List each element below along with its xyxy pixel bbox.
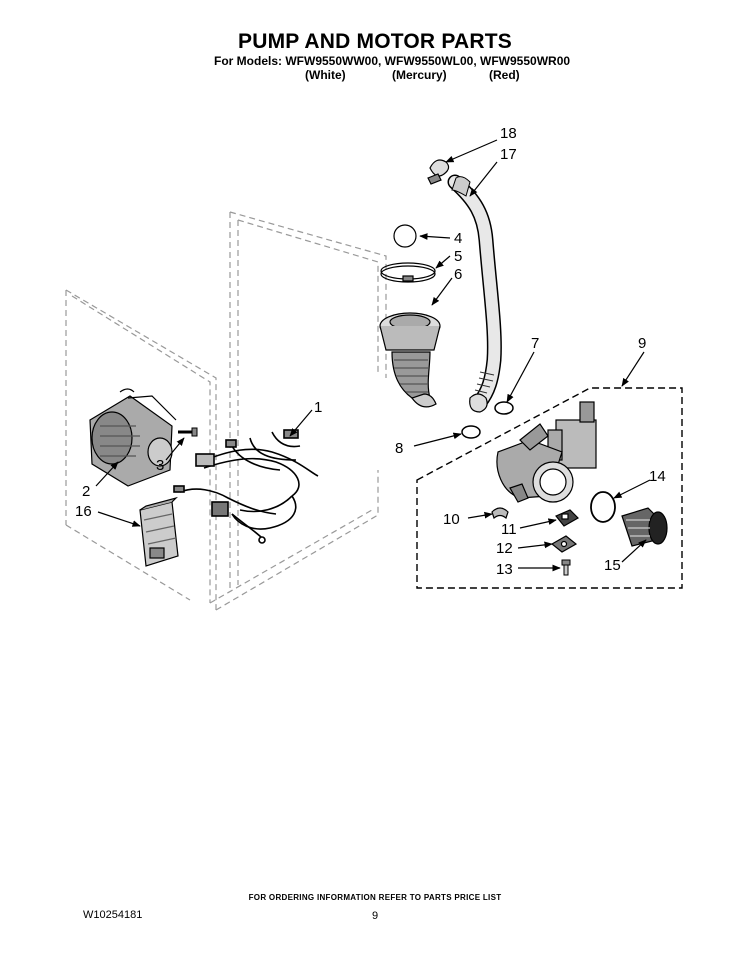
screw-13 [561, 559, 571, 576]
leader-11 [519, 518, 557, 529]
callout-16: 16 [75, 503, 92, 520]
variant-mercury: (Mercury) [392, 68, 447, 82]
bracket-11 [555, 509, 579, 527]
leader-6 [431, 277, 453, 306]
callout-8: 8 [395, 440, 403, 457]
hose-clamp-top [427, 159, 450, 185]
callout-10: 10 [443, 511, 460, 528]
pump-group-box [416, 387, 683, 589]
callout-18: 18 [500, 125, 517, 142]
variant-red: (Red) [489, 68, 520, 82]
page-number: 9 [372, 910, 379, 922]
leader-3 [165, 437, 185, 461]
motor-control-board [139, 496, 179, 567]
drain-hose [447, 174, 502, 413]
callout-3: 3 [156, 457, 164, 474]
ordering-note: FOR ORDERING INFORMATION REFER TO PARTS … [248, 893, 502, 902]
clip-part [491, 507, 509, 520]
pump-filter [621, 507, 668, 547]
cap-part [393, 224, 417, 248]
callout-1: 1 [314, 399, 322, 416]
callout-13: 13 [496, 561, 513, 578]
leader-9 [621, 351, 645, 387]
o-ring-8 [461, 425, 481, 439]
page-title: PUMP AND MOTOR PARTS [238, 30, 512, 53]
leader-14 [613, 479, 651, 499]
callout-2: 2 [82, 483, 90, 500]
callout-6: 6 [454, 266, 462, 283]
leader-1 [289, 409, 313, 437]
leader-18 [445, 139, 498, 163]
models-line: For Models: WFW9550WW00, WFW9550WL00, WF… [214, 54, 571, 68]
leader-2 [95, 461, 119, 487]
callout-4: 4 [454, 230, 462, 247]
leader-15 [621, 539, 647, 563]
leader-5 [435, 255, 451, 269]
drain-pump [496, 401, 597, 503]
cabinet-outline [65, 211, 387, 611]
leader-7 [506, 351, 535, 403]
motor-bolt [178, 427, 198, 437]
callout-11: 11 [501, 521, 517, 538]
leader-16 [97, 511, 141, 527]
bracket-12 [550, 535, 578, 553]
bellows-part [379, 312, 441, 408]
callout-12: 12 [496, 540, 513, 557]
leader-10 [467, 511, 493, 519]
leader-4 [419, 233, 451, 240]
callout-7: 7 [531, 335, 539, 352]
callout-14: 14 [649, 468, 666, 485]
callout-17: 17 [500, 146, 517, 163]
o-ring-14 [590, 491, 616, 523]
callout-9: 9 [638, 335, 646, 352]
variant-white: (White) [305, 68, 346, 82]
o-ring-7 [494, 401, 514, 415]
callout-5: 5 [454, 248, 462, 265]
callout-15: 15 [604, 557, 621, 574]
document-number: W10254181 [83, 909, 143, 921]
leader-17 [469, 161, 498, 197]
leader-8 [413, 432, 462, 447]
wire-harness [173, 429, 319, 544]
leader-12 [517, 541, 553, 549]
clamp-ring [380, 262, 436, 283]
